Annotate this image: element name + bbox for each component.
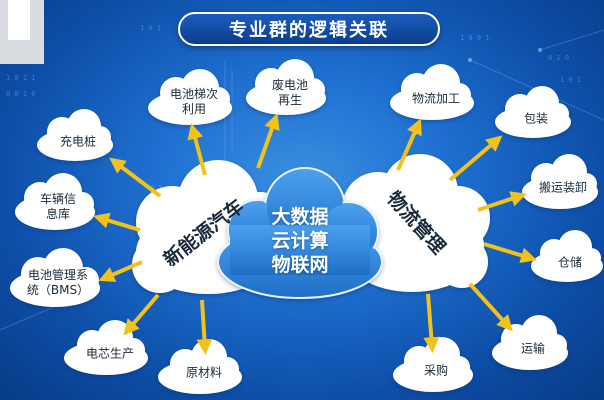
arrow-to-bms — [98, 260, 143, 282]
node-cloud-warehousing — [531, 230, 603, 282]
title-banner: 专业群的逻辑关联 — [178, 12, 440, 46]
arrow-to-logistics-processing — [396, 118, 422, 171]
arrow-to-battery-reuse — [187, 123, 207, 176]
node-cloud-transport — [492, 315, 568, 370]
node-cloud-procurement — [393, 337, 473, 392]
arrow-to-procurement — [423, 293, 440, 354]
node-handling: 搬运装卸 — [538, 180, 588, 195]
center-label-line2: 云计算 — [271, 230, 329, 252]
node-bms: 电池管理系 统（BMS） — [26, 268, 90, 297]
node-cloud-handling — [522, 154, 598, 209]
node-vehicle-info: 车辆信 息库 — [39, 192, 77, 221]
corner-decoration — [0, 0, 44, 64]
arrow-to-packaging — [448, 135, 503, 182]
node-logistics-processing: 物流加工 — [411, 91, 461, 106]
node-cloud-battery-recycle — [246, 59, 326, 115]
svg-text:0 0 1 0: 0 0 1 0 — [6, 90, 36, 98]
center-label-line3: 物联网 — [271, 254, 329, 276]
node-cloud-bms — [10, 248, 100, 307]
node-cloud-packaging — [495, 86, 571, 138]
node-charging-pile: 充电桩 — [59, 134, 97, 149]
node-procurement: 采购 — [423, 363, 449, 378]
arrow-to-vehicle-info — [93, 212, 141, 232]
svg-text:1 0 1: 1 0 1 — [560, 76, 581, 84]
node-cloud-cell-production — [64, 320, 148, 375]
center-label: 大数据 云计算 物联网 — [271, 205, 328, 277]
svg-text:0 1 0: 0 1 0 — [548, 54, 569, 62]
center-cloud-fill — [220, 170, 380, 296]
node-cloud-logistics-processing — [390, 64, 474, 120]
node-cloud-charging-pile — [37, 109, 113, 161]
node-warehousing: 仓储 — [557, 255, 583, 270]
node-raw-materials: 原材料 — [185, 365, 223, 380]
center-label-line1: 大数据 — [271, 206, 329, 228]
page-title: 专业群的逻辑关联 — [229, 20, 389, 41]
arrow-to-warehousing — [483, 242, 537, 264]
node-cloud-vehicle-info — [15, 173, 95, 230]
svg-text:0 1: 0 1 — [150, 184, 163, 192]
node-packaging: 包装 — [523, 111, 549, 126]
node-battery-reuse: 电池梯次 利用 — [169, 87, 219, 116]
node-cell-production: 电芯生产 — [85, 346, 135, 361]
arrow-to-cell-production — [123, 293, 160, 336]
node-transport: 运输 — [520, 341, 546, 356]
arrow-to-handling — [477, 191, 527, 212]
node-cloud-battery-reuse — [148, 69, 232, 125]
arrow-to-raw-materials — [196, 299, 213, 356]
svg-text:1 0 1 1: 1 0 1 1 — [6, 74, 36, 82]
arrow-to-battery-recycle — [256, 113, 280, 169]
arrow-to-transport — [468, 282, 513, 332]
svg-text:1 0 1: 1 0 1 — [140, 24, 161, 32]
node-cloud-raw-materials — [158, 339, 242, 394]
node-battery-recycle: 废电池 再生 — [271, 78, 309, 107]
svg-text:1 0 0 1: 1 0 0 1 — [460, 34, 490, 42]
arrow-to-charging-pile — [109, 157, 162, 198]
